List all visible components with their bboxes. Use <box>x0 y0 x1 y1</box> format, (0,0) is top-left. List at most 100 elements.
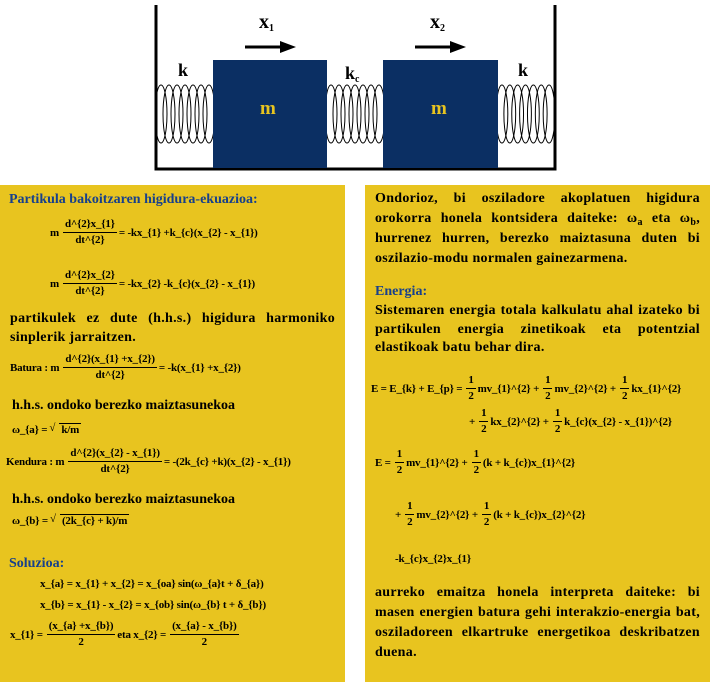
spring-coil <box>194 84 208 144</box>
fraction-numerator: d^{2}x_{2} <box>62 268 117 284</box>
fraction-numerator: d^{2}(x_{1} +x_{2}) <box>63 352 157 368</box>
fraction-numerator: 1 <box>466 373 476 389</box>
fraction-denominator: dt^{2} <box>75 285 105 297</box>
label-k-left: k <box>178 60 189 80</box>
spring-coil <box>503 84 517 144</box>
spring-coil <box>348 84 362 144</box>
spring-coil <box>186 84 200 144</box>
equation-term: m <box>50 277 59 290</box>
equation-term: k_{c}(x_{2} - x_{1})^{2} <box>564 415 672 428</box>
equation-term: x_{1} = <box>10 628 43 641</box>
fraction-denominator: dt^{2} <box>75 234 105 246</box>
fraction-denominator: 2 <box>483 516 490 528</box>
arrow-x2 <box>415 41 466 53</box>
equation-omega-a: ω_{a} =k/m <box>12 422 83 436</box>
spring-coil <box>178 84 192 144</box>
paragraph-interpretation: aurreko emaitza honela interpreta daitek… <box>375 585 700 660</box>
paragraph-energy-intro: Sistemaren energia totala kalkulatu ahal… <box>375 303 700 355</box>
equation-term: (k + k_{c})x_{1}^{2} <box>482 456 576 469</box>
fraction-denominator: 2 <box>481 423 487 435</box>
coupled-oscillator-diagram <box>154 5 557 171</box>
fraction-numerator: 1 <box>394 447 405 463</box>
energy-equation-line-5: -k_{c}x_{2}x_{1} <box>395 553 473 565</box>
fraction-denominator: dt^{2} <box>100 463 130 475</box>
spring-coil <box>534 84 548 144</box>
energy-panel: Ondorioz, bi osziladore akoplatuen higid… <box>365 185 710 682</box>
square-root: k/m <box>49 422 82 436</box>
equation-xb: x_{b} = x_{1} - x_{2} = x_{ob} sin(ω_{b}… <box>40 599 268 611</box>
fraction-denominator: 2 <box>201 636 208 648</box>
fraction-denominator: 2 <box>554 423 561 435</box>
mass-label-2: m <box>431 98 447 119</box>
paragraph-not-shm: partikulek ez dute (h.h.s.) higidura har… <box>10 311 335 345</box>
equation-term: Batura : m <box>10 361 60 374</box>
spring-coil <box>332 84 346 144</box>
spring-coil <box>511 84 525 144</box>
fraction: (x_{a} +x_{b})2 <box>46 619 116 650</box>
label-kc: kc <box>345 63 360 85</box>
spring-coil <box>356 84 370 144</box>
fraction-numerator: 1 <box>620 373 630 389</box>
equation-term: mv_{1}^{2} + <box>477 382 540 395</box>
fraction: d^{2}x_{2}dt^{2} <box>62 268 117 299</box>
equation-term: mv_{2}^{2} + <box>554 382 616 395</box>
mass-block-2 <box>383 60 498 168</box>
equation-term: Kendura : m <box>6 455 65 468</box>
spring-coil <box>170 84 184 144</box>
fraction: (x_{a} - x_{b})2 <box>170 619 239 650</box>
fraction: d^{2}x_{1}dt^{2} <box>62 217 117 248</box>
spring-coil <box>526 84 540 144</box>
equation-term: = -kx_{2} -k_{c}(x_{2} - x_{1}) <box>118 277 256 290</box>
equation-term: m <box>50 226 59 239</box>
fraction-numerator: 1 <box>471 447 481 463</box>
fraction: d^{2}(x_{1} +x_{2})dt^{2} <box>63 352 157 383</box>
equation-term: = -kx_{1} +k_{c}(x_{2} - x_{1}) <box>118 226 258 239</box>
frequency-label-a: h.h.s. ondoko berezko maiztasunekoa <box>12 398 236 413</box>
equation-term: ω_{b} = <box>12 514 48 527</box>
spring-coil <box>542 84 556 144</box>
equation-xa: x_{a} = x_{1} + x_{2} = x_{oa} sin(ω_{a}… <box>40 578 266 590</box>
label-x1: x1 <box>259 11 274 34</box>
fraction-denominator: 2 <box>78 636 84 648</box>
fraction-numerator: 1 <box>543 373 553 389</box>
equation-term: ω_{a} = <box>12 423 48 436</box>
fraction-numerator: 1 <box>552 406 563 422</box>
spring-coil <box>162 84 176 144</box>
fraction-denominator: 2 <box>396 464 403 476</box>
fraction-numerator: d^{2}x_{1} <box>62 217 117 233</box>
fraction-numerator: 1 <box>405 499 415 515</box>
frequency-label-b: h.h.s. ondoko berezko maiztasunekoa <box>12 492 236 507</box>
square-root: (2k_{c} + k)/m <box>50 513 130 527</box>
fraction-denominator: 2 <box>473 464 480 476</box>
equation-term: mv_{1}^{2} + <box>406 456 468 469</box>
spring-coil <box>364 84 378 144</box>
spring-coil <box>519 84 532 144</box>
equation-term: kx_{2}^{2} + <box>490 415 549 428</box>
equation-omega-b: ω_{b} =(2k_{c} + k)/m <box>12 513 131 527</box>
equation-term: E = <box>375 456 391 469</box>
fraction-numerator: (x_{a} +x_{b}) <box>46 619 116 635</box>
equations-of-motion-panel: Partikula bakoitzaren higidura-ekuazioa:… <box>0 185 345 682</box>
section-heading-energy: Energia: <box>375 284 428 299</box>
fraction-numerator: d^{2}(x_{2} - x_{1}) <box>68 446 162 462</box>
equation-term: = -k(x_{1} +x_{2}) <box>158 361 241 374</box>
paragraph-normal-modes: Ondorioz, bi osziladore akoplatuen higid… <box>375 191 700 266</box>
fraction-denominator: 2 <box>468 390 474 402</box>
fraction-numerator: 1 <box>481 499 492 515</box>
equation-term: x_{a} = x_{1} + x_{2} = x_{oa} sin(ω_{a}… <box>40 578 264 590</box>
equation-term: -k_{c}x_{2}x_{1} <box>395 553 471 565</box>
arrow-x1 <box>245 41 296 53</box>
label-k-right: k <box>518 60 529 80</box>
section-heading-solution: Soluzioa: <box>9 556 65 571</box>
